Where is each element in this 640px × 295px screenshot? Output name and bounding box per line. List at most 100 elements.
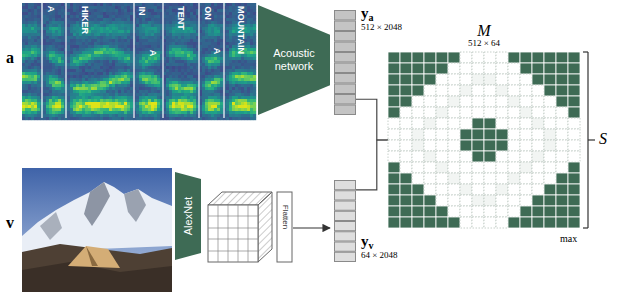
spectrogram-cell [88, 72, 91, 75]
spectrogram-cell [34, 105, 37, 108]
spectrogram-cell [145, 114, 148, 117]
spectrogram-cell [109, 72, 112, 75]
spectrogram-cell [115, 18, 118, 21]
spectrogram-cell [94, 108, 97, 111]
spectrogram-cell [139, 54, 142, 57]
spectrogram-cell [118, 27, 121, 30]
spectrogram-cell [115, 6, 118, 9]
spectrogram-cell [49, 27, 52, 30]
spectrogram-cell [154, 66, 157, 69]
spectrogram-cell [124, 24, 127, 27]
spectrogram-cell [91, 81, 94, 84]
spectrogram-cell [151, 57, 154, 60]
spectrogram-cell [169, 9, 172, 12]
spectrogram-cell [106, 42, 109, 45]
spectrogram-cell [25, 33, 28, 36]
spectrogram-cell [145, 36, 148, 39]
spectrogram-cell [148, 90, 151, 93]
spectrogram-cell [22, 57, 25, 60]
spectrogram-cell [127, 63, 130, 66]
spectrogram-cell [139, 69, 142, 72]
spectrogram-cell [76, 24, 79, 27]
spectrogram-cell [46, 66, 49, 69]
spectrogram-cell [61, 21, 64, 24]
spectrogram-cell [139, 111, 142, 114]
spectrogram-cell [22, 3, 25, 6]
spectrogram-cell [22, 87, 25, 90]
spectrogram-cell [130, 72, 133, 75]
spectrogram-cell [52, 45, 55, 48]
spectrogram-cell [52, 69, 55, 72]
spectrogram-cell [25, 27, 28, 30]
spectrogram-cell [172, 18, 175, 21]
spectrogram-cell [139, 72, 142, 75]
spectrogram-cell [157, 48, 160, 51]
spectrogram-cell [70, 102, 73, 105]
spectrogram-cell [121, 108, 124, 111]
spectrogram-cell [70, 21, 73, 24]
spectrogram-cell [148, 33, 151, 36]
spectrogram-cell [31, 39, 34, 42]
spectrogram-cell [73, 9, 76, 12]
spectrogram-cell [127, 9, 130, 12]
spectrogram-cell [22, 48, 25, 51]
spectrogram-cell [109, 84, 112, 87]
spectrogram-cell [82, 99, 85, 102]
spectrogram-cell [121, 39, 124, 42]
spectrogram-cell [49, 75, 52, 78]
spectrogram-cell [154, 87, 157, 90]
spectrogram-cell [145, 84, 148, 87]
spectrogram-cell [46, 111, 49, 114]
spectrogram-cell [148, 9, 151, 12]
spectrogram-cell [94, 24, 97, 27]
spectrogram-cell [94, 3, 97, 6]
spectrogram-cell [139, 48, 142, 51]
spectrogram-cell [169, 78, 172, 81]
spectrogram-cell [76, 69, 79, 72]
spectrogram-cell [100, 54, 103, 57]
spectrogram-cell [67, 99, 70, 102]
spectrogram-cell [157, 24, 160, 27]
spectrogram-cell [118, 81, 121, 84]
spectrogram-cell [46, 102, 49, 105]
spectrogram-cell [142, 57, 145, 60]
spectrogram-cell [49, 96, 52, 99]
spectrogram-cell [76, 42, 79, 45]
spectrogram-cell [88, 45, 91, 48]
spectrogram-cell [70, 39, 73, 42]
spectrogram-cell [145, 69, 148, 72]
spectrogram-cell [112, 78, 115, 81]
spectrogram-cell [97, 66, 100, 69]
spectrogram-cell [25, 111, 28, 114]
spectrogram-cell [94, 78, 97, 81]
spectrogram-cell [109, 60, 112, 63]
spectrogram-cell [166, 81, 169, 84]
spectrogram [22, 3, 256, 120]
spectrogram-cell [100, 57, 103, 60]
spectrogram-cell [22, 36, 25, 39]
spectrogram-cell [91, 18, 94, 21]
spectrogram-cell [79, 48, 82, 51]
spectrogram-cell [151, 72, 154, 75]
spectrogram-cell [46, 81, 49, 84]
spectrogram-cell [115, 45, 118, 48]
spectrogram-cell [52, 36, 55, 39]
spectrogram-cell [94, 114, 97, 117]
spectrogram-cell [100, 45, 103, 48]
spectrogram-cell [112, 60, 115, 63]
spectrogram-cell [142, 24, 145, 27]
spectrogram-cell [169, 111, 172, 114]
spectrogram-cell [142, 96, 145, 99]
spectrogram-cell [115, 75, 118, 78]
spectrogram-cell [70, 75, 73, 78]
spectrogram-cell [166, 63, 169, 66]
spectrogram-cell [121, 78, 124, 81]
spectrogram-cell [109, 18, 112, 21]
spectrogram-cell [172, 99, 175, 102]
spectrogram-cell [124, 36, 127, 39]
spectrogram-cell [22, 69, 25, 72]
spectrogram-cell [127, 54, 130, 57]
spectrogram-cell [37, 60, 40, 63]
spectrogram-cell [106, 27, 109, 30]
spectrogram-cell [136, 81, 139, 84]
